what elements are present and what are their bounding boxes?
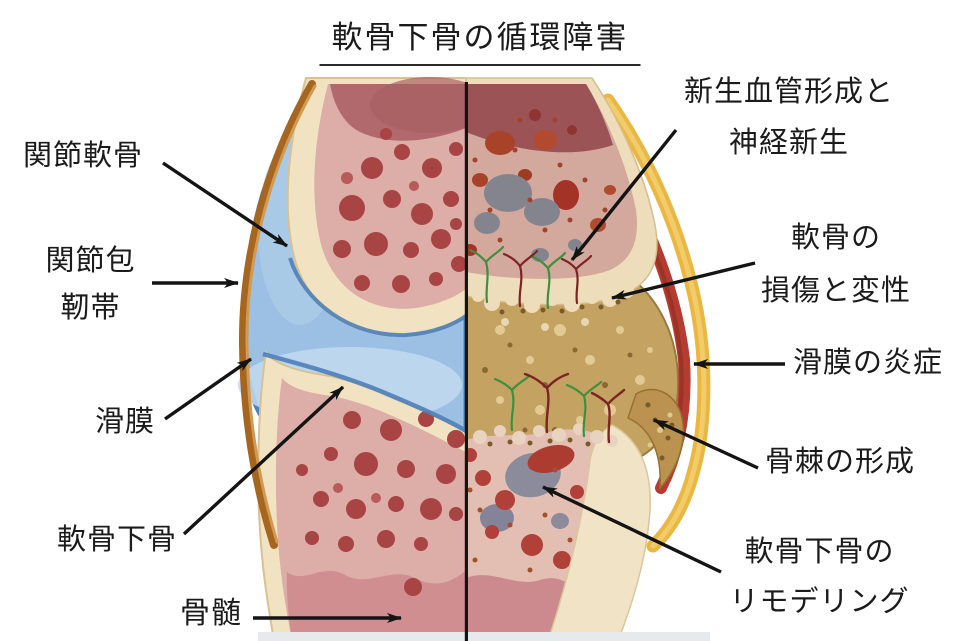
label-subchondral-bone-remodeling: 軟骨下骨の リモデリング: [729, 536, 910, 618]
upper-bone-healthy: [286, 77, 466, 338]
label-articular-cartilage: 関節軟骨: [22, 140, 143, 172]
arrow-cartilage-damage: [611, 261, 756, 300]
joint-capsule-ligament-band: [238, 80, 317, 549]
arrow-subchondral-remodeling: [542, 485, 722, 574]
arrow-subchondral-bone: [182, 385, 345, 536]
arrow-neovascularization: [570, 128, 678, 262]
lower-bone-healthy: [257, 349, 466, 641]
label-joint-capsule-ligament: 関節包 靭帯: [45, 245, 136, 324]
diagram-title: 軟骨下骨の循環障害: [319, 12, 641, 66]
marrow-spaces: [333, 128, 466, 293]
leader-arrows: [152, 128, 785, 623]
new-vessels-nerves: [468, 245, 626, 444]
image-bottom-edge: [258, 632, 710, 641]
lower-bone-diseased: [466, 388, 684, 641]
label-bone-marrow: 骨髄: [180, 597, 242, 630]
upper-bone-diseased: [466, 77, 658, 331]
arrow-osteophyte-formation: [653, 418, 759, 470]
label-cartilage-damage-degeneration: 軟骨の 損傷と変性: [760, 222, 911, 307]
eroded-cartilage-edge: [472, 284, 634, 331]
necrosis-patches: [466, 109, 616, 262]
arrow-synovium: [164, 357, 252, 421]
label-synovial-inflammation: 滑膜の炎症: [792, 347, 943, 379]
label-subchondral-bone: 軟骨下骨: [56, 524, 177, 556]
label-neovascularization-neurogenesis: 新生血管形成と 神経新生: [683, 76, 894, 159]
label-osteophyte-formation: 骨棘の形成: [764, 446, 915, 478]
divider-line: [464, 82, 468, 641]
arrow-articular-cartilage: [162, 161, 288, 248]
label-synovium: 滑膜: [94, 406, 155, 438]
